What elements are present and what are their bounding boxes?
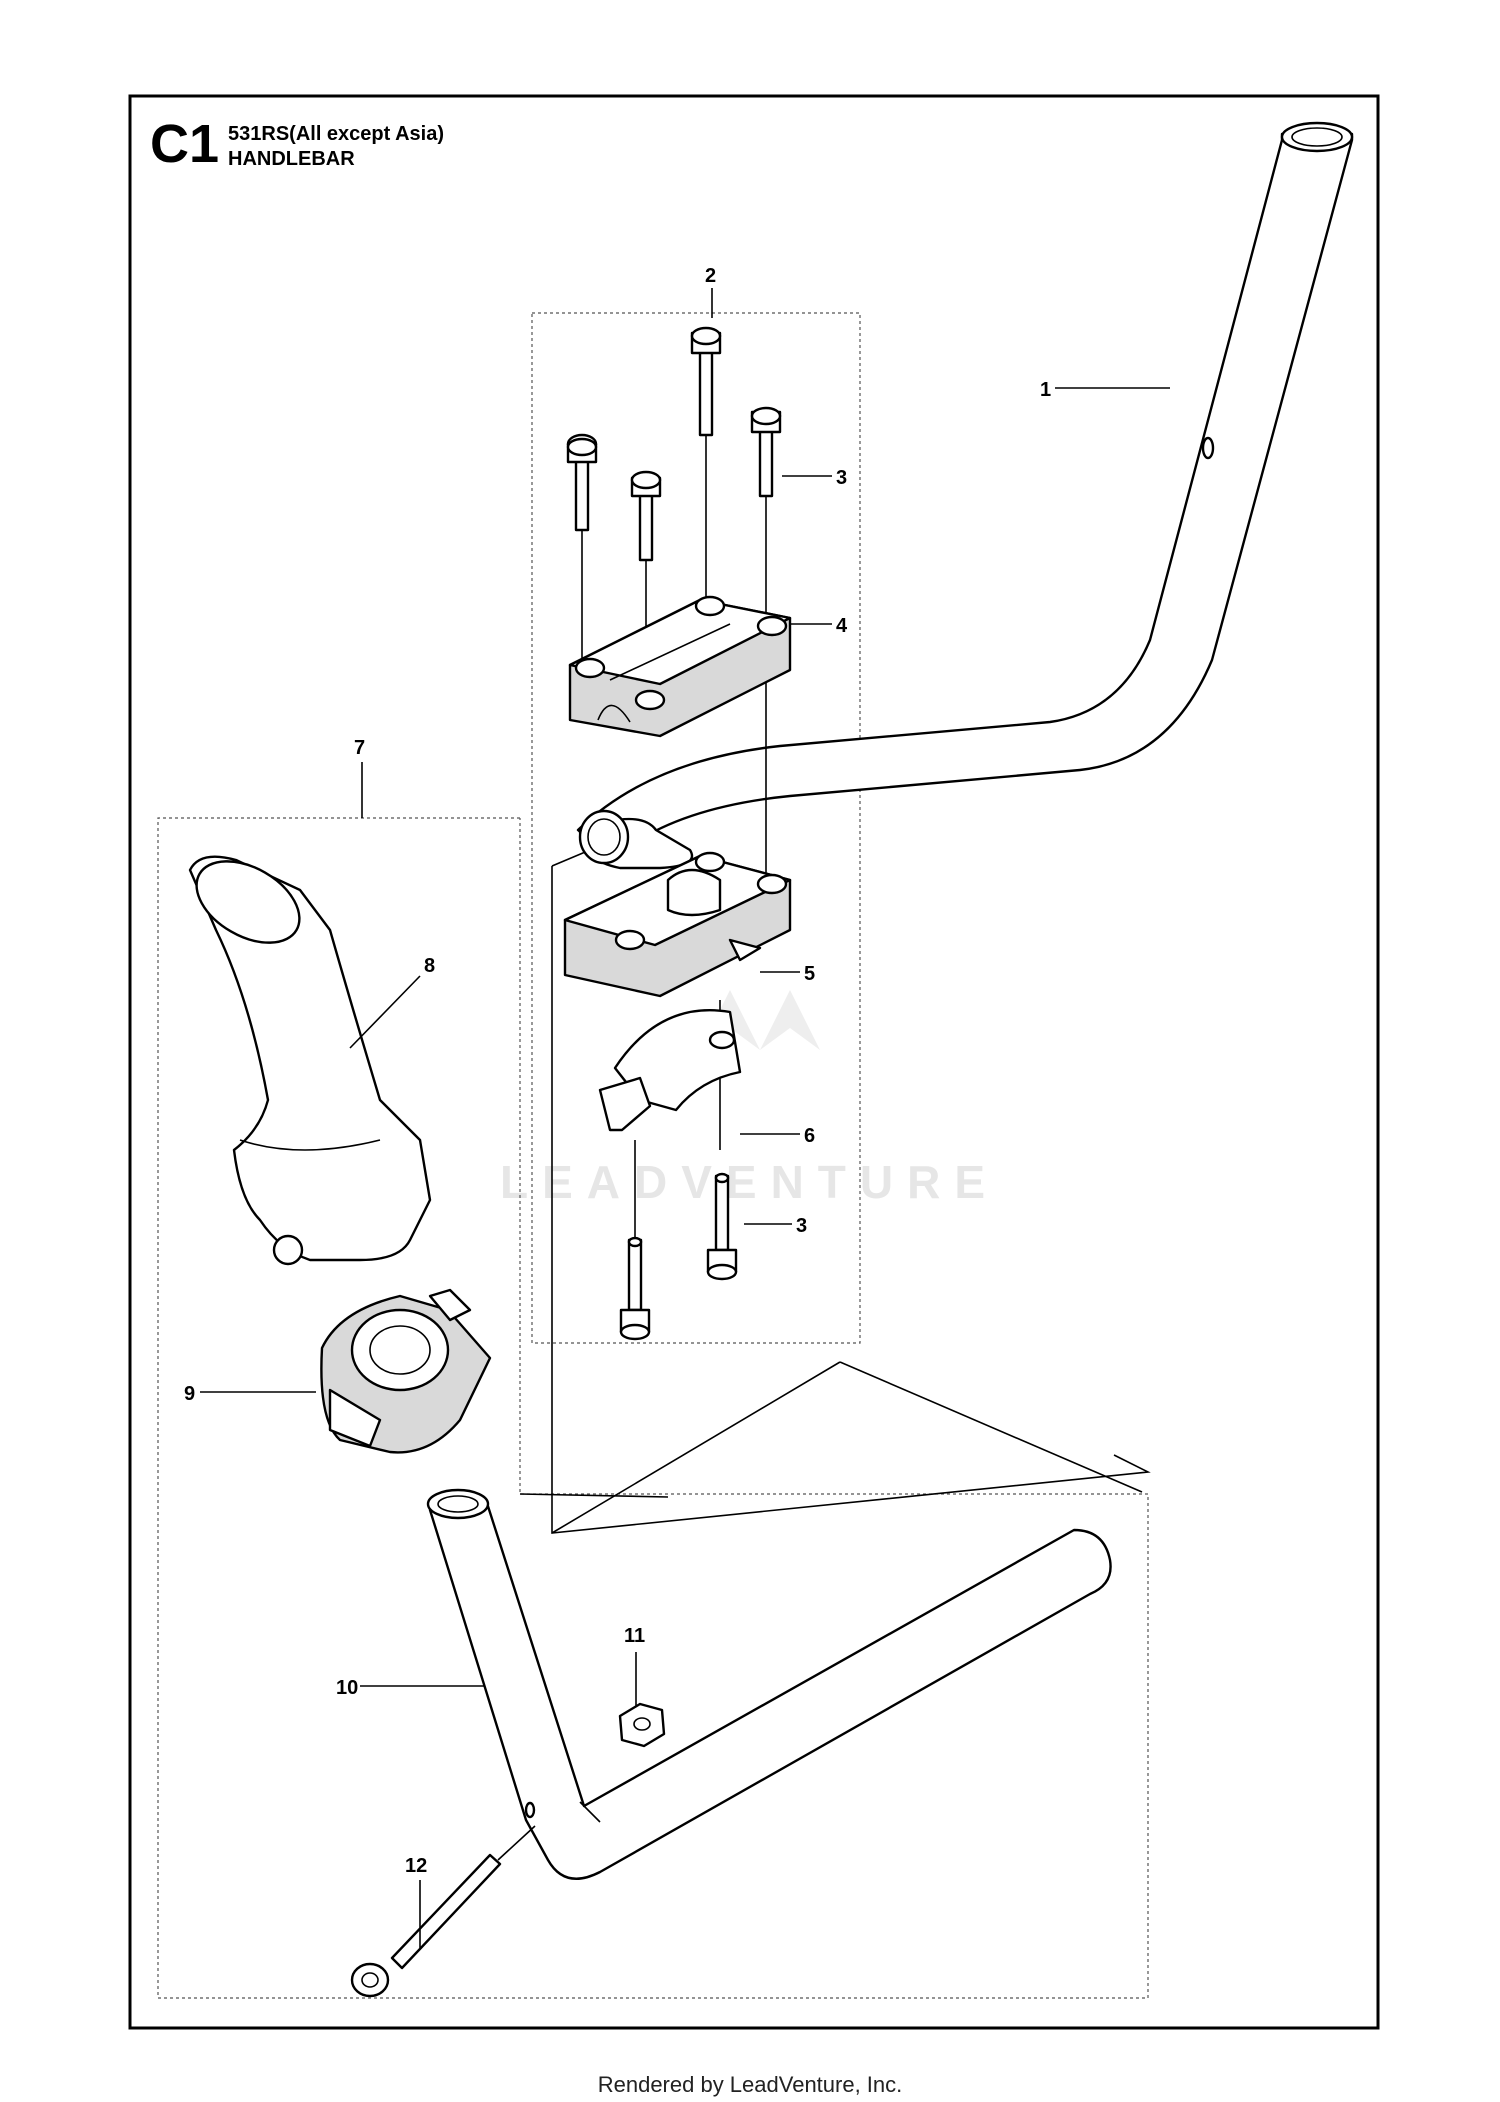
- group-box-7: [157, 817, 1149, 1999]
- callout-1: 1: [1040, 379, 1051, 401]
- clamp-upper: [568, 595, 792, 738]
- group-box-2: [531, 312, 861, 1344]
- callout-11: 11: [624, 1625, 645, 1647]
- callout-6: 6: [804, 1125, 815, 1147]
- callout-9: 9: [184, 1383, 195, 1405]
- svg-text:LEADVENTURE: LEADVENTURE: [500, 1156, 999, 1208]
- section-code: C1: [150, 114, 219, 174]
- callout-4: 4: [836, 615, 848, 637]
- clamp-lower: [563, 851, 792, 998]
- callout-8: 8: [424, 955, 435, 977]
- callout-12: 12: [405, 1855, 427, 1877]
- clamp-half: [598, 1009, 742, 1132]
- screw-3-top: [566, 326, 782, 562]
- callout-3-top: 3: [836, 467, 847, 489]
- callout-2: 2: [705, 265, 716, 287]
- callout-labels: 1 2 3 4 5 6 3 7 8 9 10 11 12: [184, 265, 1051, 1877]
- nut: [618, 1702, 666, 1748]
- watermark: LEADVENTURE: [500, 990, 999, 1208]
- model-name: 531RS(All except Asia): [228, 123, 444, 145]
- callout-5: 5: [804, 963, 815, 985]
- long-bolt: [350, 1825, 536, 1998]
- callout-7: 7: [354, 737, 365, 759]
- handlebar-upper-tube: [576, 121, 1354, 870]
- screw-3-bottom: [619, 1172, 738, 1341]
- handle-grip: [188, 855, 432, 1266]
- diagram-frame: [128, 94, 1380, 2030]
- footer-credit: Rendered by LeadVenture, Inc.: [598, 2072, 903, 2097]
- grip-housing: [320, 1288, 492, 1454]
- handlebar-lower-tube: [426, 1488, 1112, 1880]
- callout-10: 10: [336, 1677, 358, 1699]
- leader-lines: [200, 288, 1170, 1948]
- diagram-title: HANDLEBAR: [228, 148, 355, 170]
- callout-3-bottom: 3: [796, 1215, 807, 1237]
